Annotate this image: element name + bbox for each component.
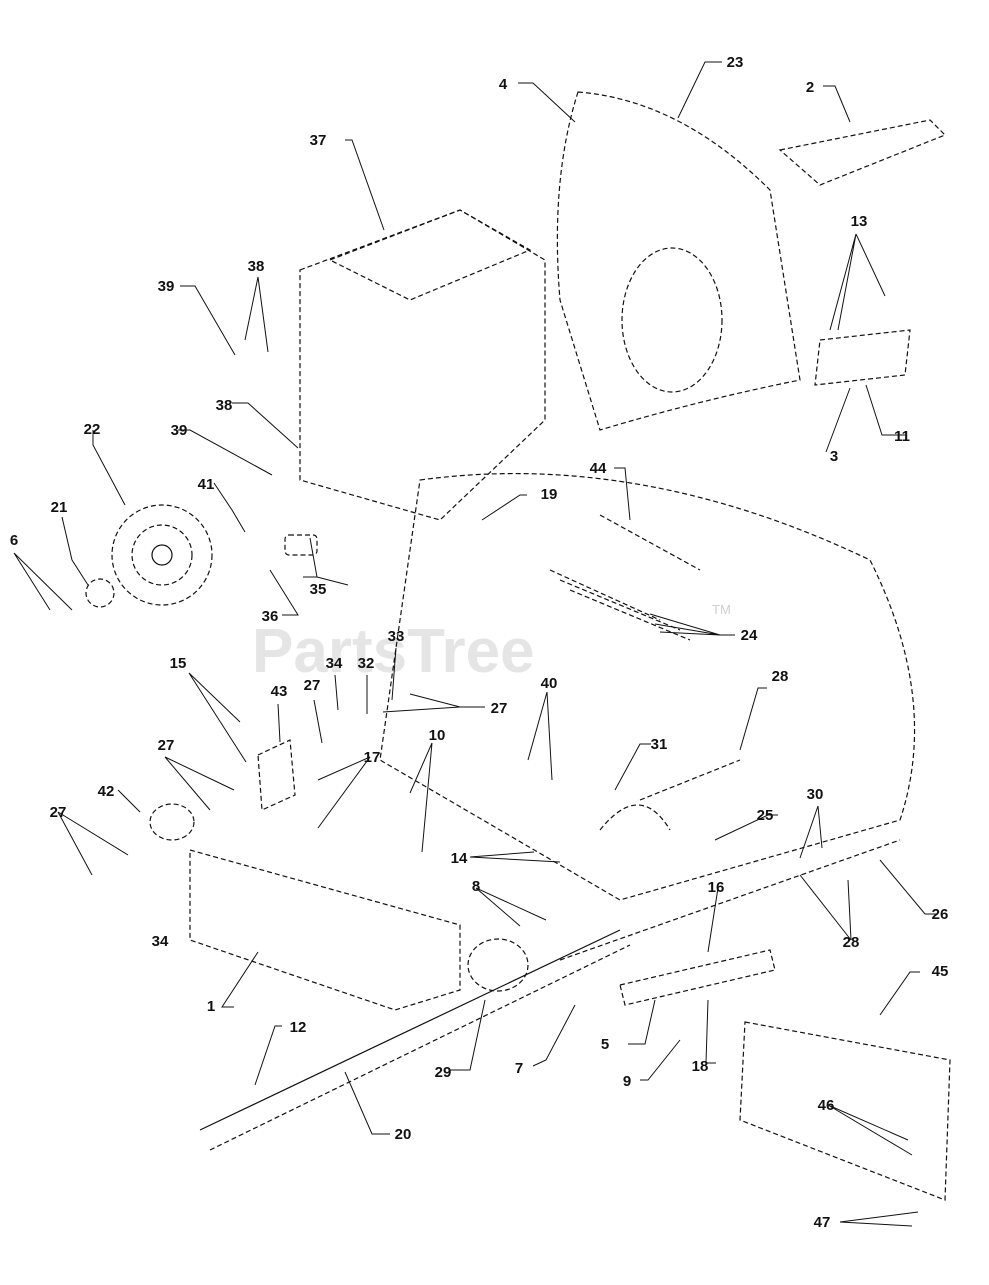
callout-8: 8: [472, 878, 480, 895]
callout-27c: 27: [158, 737, 175, 754]
callout-27b: 27: [491, 700, 508, 717]
drive-shaft-edge: [209, 944, 631, 1151]
callout-13: 13: [851, 213, 868, 230]
callout-24: 24: [741, 627, 758, 644]
callout-9: 9: [623, 1073, 631, 1090]
shield-31: [599, 804, 671, 831]
callout-47: 47: [814, 1214, 831, 1231]
callout-41: 41: [198, 476, 215, 493]
callout-39: 39: [158, 278, 175, 295]
chute-outline: [556, 91, 801, 431]
callout-14: 14: [451, 850, 468, 867]
callout-labels: 1 2 3 4 5 6 7 8 9 10 11 12 13 14 15 16 1…: [10, 54, 949, 1231]
rods-24: [549, 569, 691, 641]
shield-outline: [739, 1021, 951, 1201]
callout-33: 33: [388, 628, 405, 645]
machine-line-art: [85, 91, 951, 1201]
callout-46: 46: [818, 1097, 835, 1114]
callout-43: 43: [271, 683, 288, 700]
callout-31: 31: [651, 736, 668, 753]
callout-35: 35: [310, 581, 327, 598]
pulley-mid: [131, 524, 193, 586]
drive-shaft: [199, 929, 621, 1131]
callout-39b: 39: [171, 422, 188, 439]
callout-3: 3: [830, 448, 838, 465]
callout-32: 32: [358, 655, 375, 672]
callout-34b: 34: [152, 933, 169, 950]
callout-25: 25: [757, 807, 774, 824]
callout-21: 21: [51, 499, 68, 516]
bar-5: [619, 949, 776, 1006]
component-42: [149, 803, 195, 841]
callout-38b: 38: [216, 397, 233, 414]
watermark-trademark: TM: [712, 602, 731, 617]
callout-42: 42: [98, 783, 115, 800]
leader-lines: [13, 61, 938, 1227]
main-frame: [379, 472, 916, 901]
rod-25: [639, 759, 741, 801]
callout-1: 1: [207, 998, 215, 1015]
callout-36: 36: [262, 608, 279, 625]
rod-44: [599, 514, 701, 571]
callout-45: 45: [932, 963, 949, 980]
callout-19: 19: [541, 486, 558, 503]
watermark: PartsTree TM: [252, 602, 731, 686]
callout-37: 37: [310, 132, 327, 149]
bracket-43: [257, 739, 296, 811]
callout-18: 18: [692, 1058, 709, 1075]
callout-10: 10: [429, 727, 446, 744]
callout-23: 23: [727, 54, 744, 71]
callout-15: 15: [170, 655, 187, 672]
callout-38: 38: [248, 258, 265, 275]
spacer-35: [284, 534, 318, 556]
chute-opening: [621, 247, 723, 393]
callout-11: 11: [894, 428, 910, 445]
callout-29: 29: [435, 1064, 452, 1081]
callout-40: 40: [541, 675, 558, 692]
callout-4: 4: [499, 76, 508, 93]
frame-outline: [189, 849, 461, 1011]
callout-6: 6: [10, 532, 18, 549]
deflector-outline: [778, 119, 947, 186]
pulley-hub: [151, 544, 173, 566]
watermark-text: PartsTree: [252, 617, 535, 686]
callout-17: 17: [364, 749, 381, 766]
callout-34: 34: [326, 655, 343, 672]
gear-housing-29: [467, 938, 529, 992]
callout-12: 12: [290, 1019, 307, 1036]
callout-16: 16: [708, 879, 725, 896]
callout-30: 30: [807, 786, 824, 803]
callout-5: 5: [601, 1036, 609, 1053]
callout-26: 26: [932, 906, 949, 923]
callout-22: 22: [84, 421, 101, 438]
callout-2: 2: [806, 79, 814, 96]
callout-27d: 27: [50, 804, 67, 821]
callout-27: 27: [304, 677, 321, 694]
engine-top: [328, 209, 532, 301]
callout-28: 28: [772, 668, 789, 685]
pulley-outer: [111, 504, 213, 606]
callout-20: 20: [395, 1126, 412, 1143]
callout-44: 44: [590, 460, 607, 477]
callout-28b: 28: [843, 934, 860, 951]
brackets-3-11: [814, 329, 911, 386]
callout-7: 7: [515, 1060, 523, 1077]
long-rod: [559, 839, 901, 961]
hub-21: [85, 578, 115, 608]
